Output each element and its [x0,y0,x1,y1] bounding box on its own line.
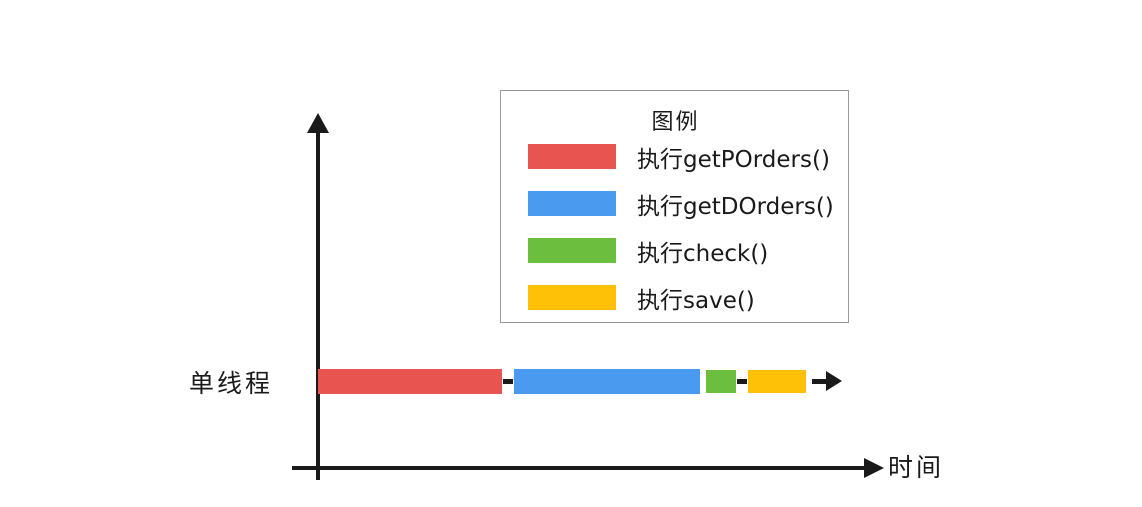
legend-item: 执行save() [528,283,838,314]
legend-item: 执行check() [528,236,838,267]
timeline-segment [706,370,736,393]
legend-color-swatch [528,285,616,310]
legend-item: 执行getDOrders() [528,189,838,220]
y-axis-line [316,128,320,480]
timeline-connector [503,379,513,384]
legend-item-label: 执行check() [637,241,769,267]
x-axis-label: 时间 [888,453,945,482]
legend-color-swatch [528,238,616,263]
x-axis-line [292,466,870,470]
legend-item: 执行getPOrders() [528,142,838,173]
timeline-segment [514,369,700,394]
x-axis-arrow-icon [864,458,884,478]
y-axis-arrow-icon [307,113,329,133]
legend-item-label: 执行save() [637,288,755,314]
legend-item-label: 执行getDOrders() [637,194,834,220]
legend-item-label: 执行getPOrders() [637,147,830,173]
timeline-connector [812,379,828,384]
timeline-segment [318,369,502,394]
timeline-end-arrow-icon [826,371,842,391]
legend-color-swatch [528,191,616,216]
legend-color-swatch [528,144,616,169]
legend-title: 图例 [651,110,700,135]
legend-panel: 图例 执行getPOrders() 执行getDOrders() 执行check()… [500,90,849,323]
y-axis-label: 单线程 [189,369,274,398]
timeline-connector [737,379,747,384]
timeline-segment [748,370,806,393]
